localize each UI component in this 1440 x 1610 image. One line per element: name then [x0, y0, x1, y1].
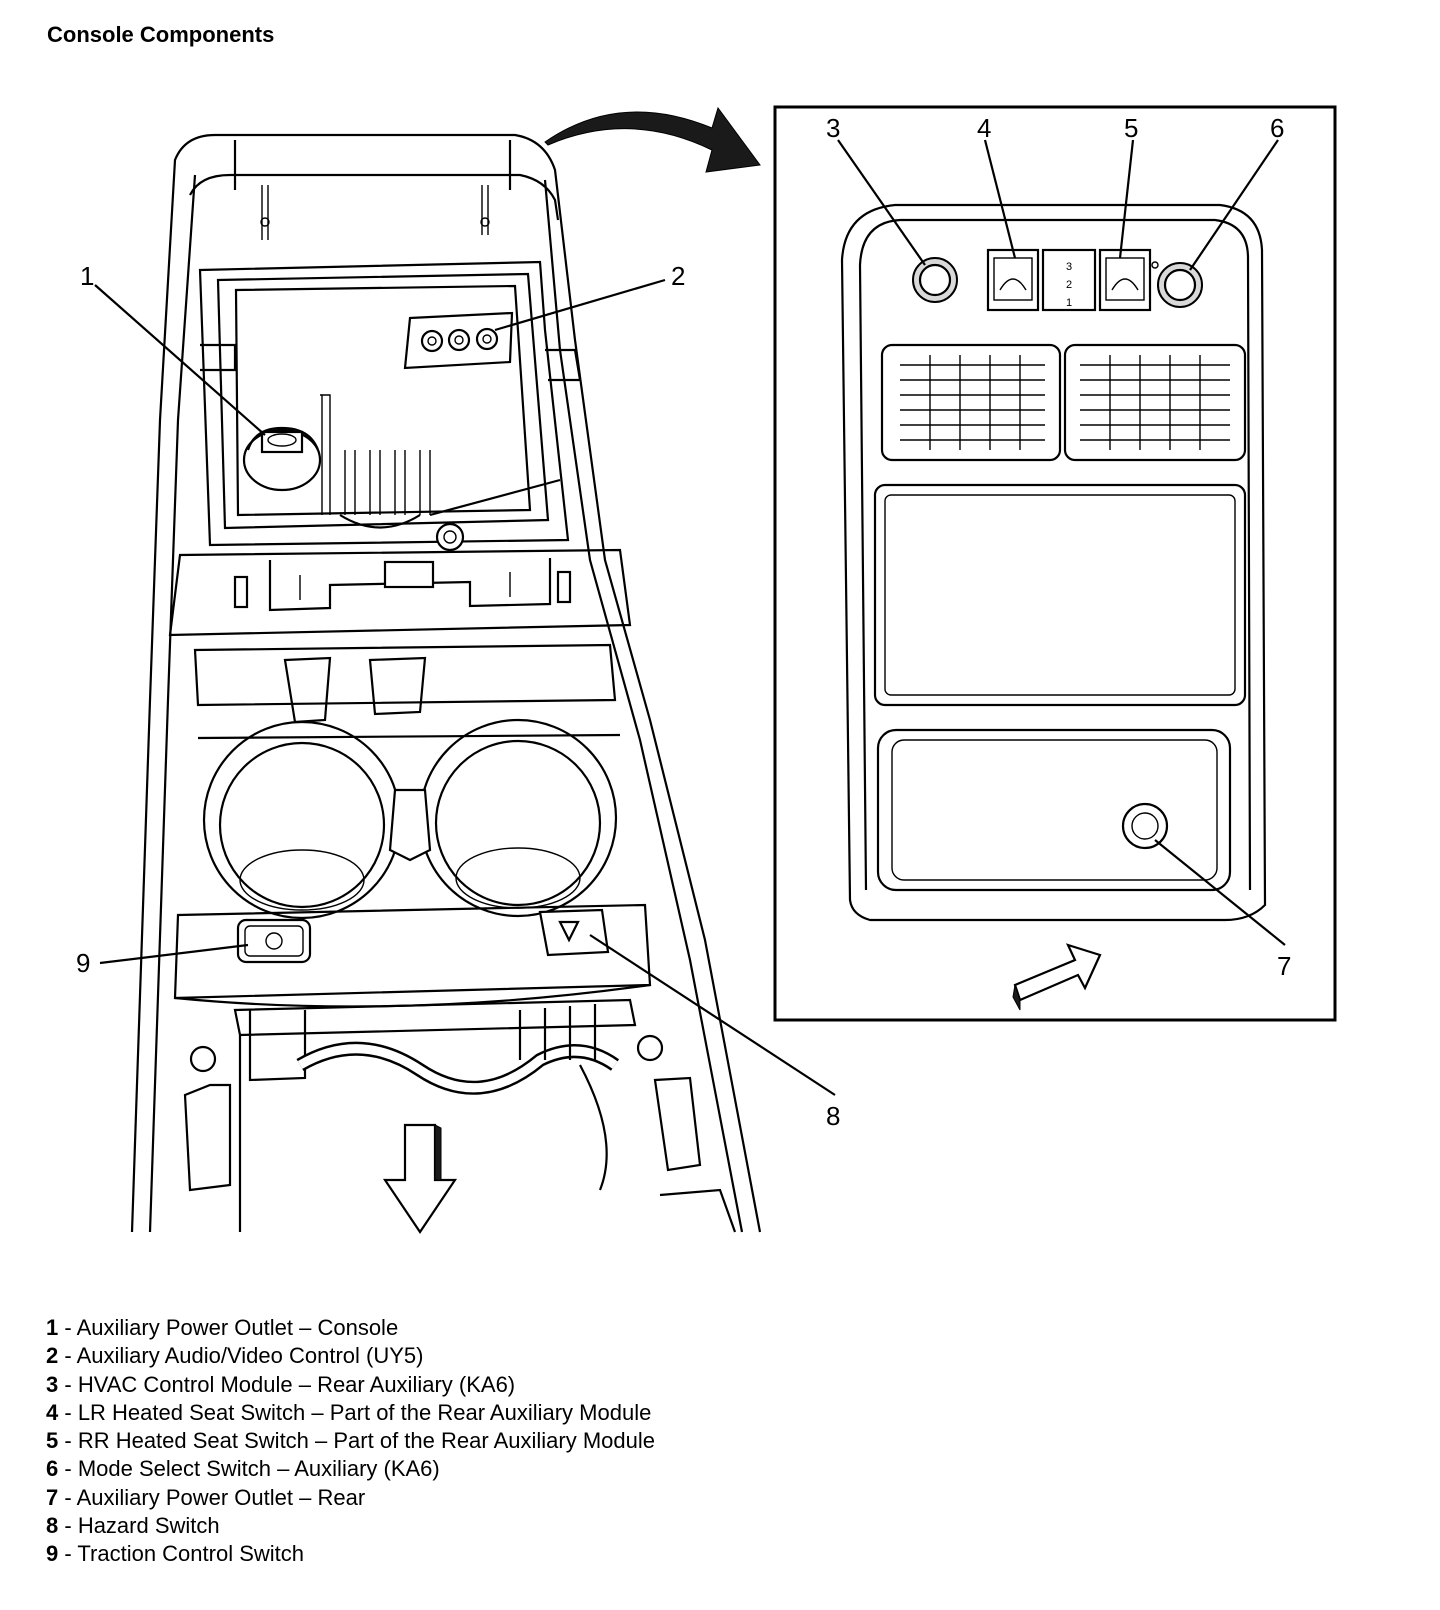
hazard-switch — [538, 908, 610, 957]
callout-5: 5 — [1124, 113, 1138, 143]
legend-item: 8 - Hazard Switch — [46, 1513, 220, 1539]
rear-hvac-control-knob — [912, 257, 958, 303]
center-console — [130, 133, 762, 1234]
heated-seat-switch-group: 3 2 1 — [986, 248, 1152, 312]
panel-location-arrow — [1013, 943, 1102, 1002]
legend-item: 6 - Mode Select Switch – Auxiliary (KA6) — [46, 1456, 440, 1482]
switch-level-2: 2 — [1066, 279, 1072, 291]
console-components-illustration: 3 2 1 — [76, 105, 1337, 1234]
mode-select-knob — [1151, 261, 1203, 308]
legend-item: 1 - Auxiliary Power Outlet – Console — [46, 1315, 399, 1340]
diagram-title: Console Components — [47, 22, 275, 47]
callout-9: 9 — [76, 948, 90, 978]
switch-level-3: 3 — [1066, 261, 1072, 273]
callout-4: 4 — [977, 113, 991, 143]
legend-item: 2 - Auxiliary Audio/Video Control (UY5) — [46, 1343, 424, 1369]
callout-8: 8 — [826, 1101, 840, 1131]
legend-item: 5 - RR Heated Seat Switch – Part of the … — [46, 1428, 655, 1454]
callout-6: 6 — [1270, 113, 1284, 143]
audio-video-control-panel — [403, 311, 514, 370]
legend-item: 9 - Traction Control Switch — [46, 1541, 305, 1567]
forward-direction-arrow — [382, 1123, 458, 1234]
callout-3: 3 — [826, 113, 840, 143]
callout-leaders — [94, 139, 1286, 1096]
view-arrow — [544, 106, 761, 173]
rear-auxiliary-panel-inset: 3 2 1 — [773, 105, 1337, 1022]
legend-item: 7 - Auxiliary Power Outlet – Rear — [46, 1484, 366, 1510]
traction-control-switch — [236, 918, 312, 964]
console-power-outlet — [242, 426, 322, 492]
legend-item: 3 - HVAC Control Module – Rear Auxiliary… — [46, 1371, 516, 1397]
rear-air-vents — [880, 343, 1247, 462]
switch-level-1: 1 — [1066, 297, 1072, 309]
legend-item: 4 - LR Heated Seat Switch – Part of the … — [46, 1399, 652, 1425]
callout-1: 1 — [80, 261, 94, 291]
rear-power-outlet — [1121, 802, 1169, 850]
callout-7: 7 — [1277, 951, 1291, 981]
callout-2: 2 — [671, 261, 685, 291]
component-legend: 1 - Auxiliary Power Outlet – Console 2 -… — [46, 1314, 655, 1569]
